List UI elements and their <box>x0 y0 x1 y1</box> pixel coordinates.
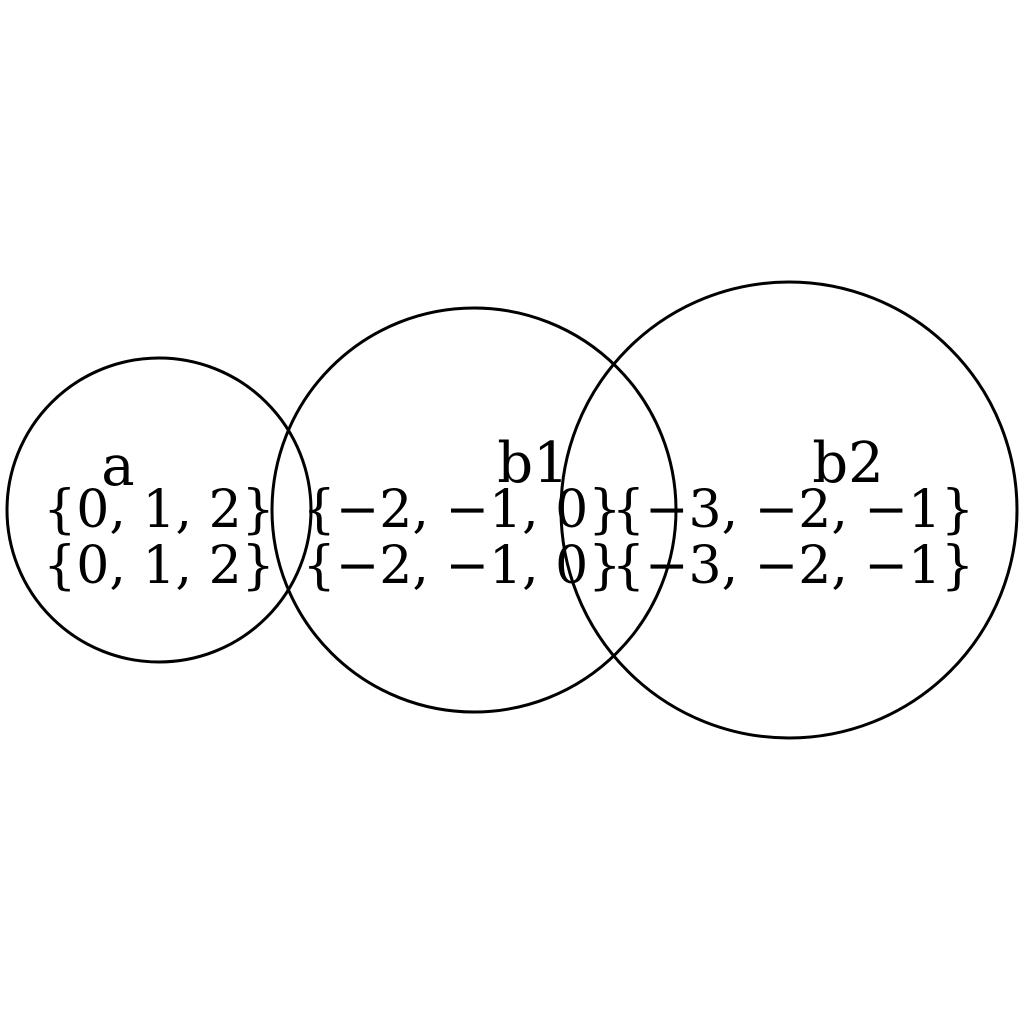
set-b1-line-1: {−2, −1, 0} <box>303 480 622 540</box>
circle-b2 <box>559 280 1019 740</box>
set-a-line-2: {0, 1, 2} <box>43 536 275 596</box>
node-b2: b2 {−3, −2, −1} {−3, −2, −1} <box>559 280 1019 740</box>
circle-b1 <box>270 306 678 714</box>
node-b1: b1 {−2, −1, 0} {−2, −1, 0} <box>270 306 678 714</box>
node-a: a {0, 1, 2} {0, 1, 2} <box>5 356 313 664</box>
circle-a <box>5 356 313 664</box>
set-a-line-1: {0, 1, 2} <box>43 480 275 540</box>
label-b2: b2 <box>812 431 883 496</box>
label-a: a <box>101 434 134 499</box>
set-b2-line-1: {−3, −2, −1} <box>612 480 974 540</box>
set-b2-line-2: {−3, −2, −1} <box>612 536 974 596</box>
label-b1: b1 <box>497 431 568 496</box>
